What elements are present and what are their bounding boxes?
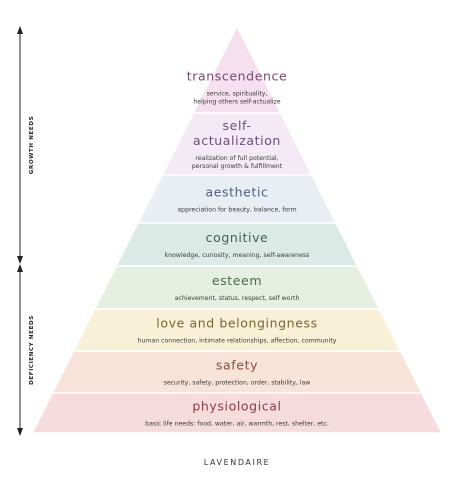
brand-footer: LAVENDAIRE xyxy=(204,458,271,467)
tier-aesthetic-band xyxy=(139,175,335,223)
tier-title: physiological xyxy=(192,399,281,414)
tier-title: safety xyxy=(216,358,258,373)
pyramid-tiers: transcendence service, spirituality,helpi… xyxy=(33,28,441,433)
tier-title: love and belongingness xyxy=(156,316,317,331)
tier-description: helping others self-actualize xyxy=(193,99,280,106)
tier-title: cognitive xyxy=(206,230,269,245)
deficiency-needs-arrow xyxy=(17,264,23,436)
deficiency-needs-label: DEFICIENCY NEEDS xyxy=(29,315,35,385)
tier-safety-band xyxy=(53,351,421,393)
tier-aesthetic: aesthetic appreciation for beauty, balanc… xyxy=(139,175,335,223)
tier-title: esteem xyxy=(212,273,262,288)
growth-needs-arrow xyxy=(17,26,23,264)
tier-physiological: physiological basic life needs: food, wat… xyxy=(33,393,441,433)
tier-love-and-belongingness-band xyxy=(74,309,400,351)
tier-self-actualization: self-actualization realization of full po… xyxy=(163,113,311,175)
tier-title: self- xyxy=(223,118,252,133)
tier-description: human connection, intimate relationships… xyxy=(138,338,337,345)
tier-transcendence-band xyxy=(194,28,280,113)
tier-description: security, safety, protection, order, sta… xyxy=(164,380,311,387)
tier-description: basic life needs: food, water, air, warm… xyxy=(145,421,329,428)
tier-title: actualization xyxy=(193,133,281,148)
tier-description: realization of full potential, xyxy=(195,155,278,162)
tier-esteem-band xyxy=(95,266,379,309)
tier-title: aesthetic xyxy=(205,185,268,200)
tier-title: transcendence xyxy=(187,69,288,84)
growth-needs-label: GROWTH NEEDS xyxy=(29,116,35,174)
tier-self-actualization-band xyxy=(163,113,311,175)
tier-esteem: esteem achievement, status, respect, self… xyxy=(95,266,379,309)
tier-love-and-belongingness: love and belongingness human connection, … xyxy=(74,309,400,351)
tier-safety: safety security, safety, protection, orde… xyxy=(53,351,421,393)
tier-transcendence: transcendence service, spirituality,helpi… xyxy=(187,28,288,113)
tier-physiological-band xyxy=(33,393,441,433)
tier-cognitive: cognitive knowledge, curiosity, meaning, … xyxy=(117,223,357,266)
tier-description: achievement, status, respect, self worth xyxy=(175,295,300,302)
tier-description: knowledge, curiosity, meaning, self-awar… xyxy=(165,252,310,259)
tier-description: personal growth & fulfillment xyxy=(192,163,283,170)
tier-cognitive-band xyxy=(117,223,357,266)
tier-description: appreciation for beauty, balance, form xyxy=(177,207,296,214)
tier-description: service, spirituality, xyxy=(207,91,268,98)
